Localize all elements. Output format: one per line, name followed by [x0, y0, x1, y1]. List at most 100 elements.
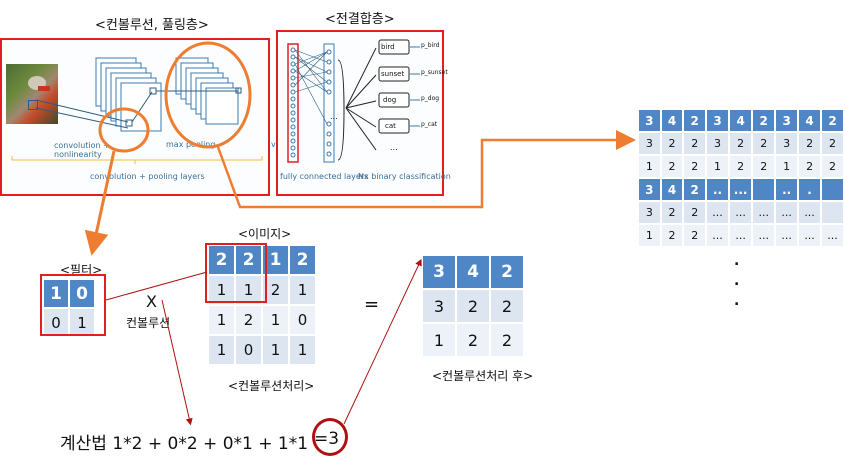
table-cell: 1: [705, 154, 730, 179]
image-cell: 1: [207, 334, 236, 366]
result-cell: 2: [489, 288, 525, 324]
result-cell: 2: [489, 254, 525, 290]
table-cell: 4: [727, 108, 754, 133]
table-cell: 3: [705, 108, 730, 133]
table-cell: ...: [751, 223, 777, 248]
table-cell: ...: [727, 177, 754, 202]
fc-title: <전결합층>: [325, 12, 395, 27]
image-cell: 1: [207, 304, 236, 336]
table-cell: 2: [682, 177, 708, 202]
vdots-1: .: [734, 253, 740, 269]
filter-title: <필터>: [60, 263, 103, 277]
table-cell: 3: [637, 200, 662, 225]
table-cell: ...: [774, 200, 800, 225]
feature-map-table: 3 4 2 3 4 2 3 4 2 3 2 2 3 2 2 3 2 2 1 2 …: [637, 108, 845, 248]
image-cell: 2: [234, 244, 263, 276]
conv-label-2: nonlinearity: [54, 150, 102, 159]
p-sunset: p_sunset: [421, 69, 448, 76]
image-cell: 0: [288, 304, 317, 336]
table-cell: ...: [820, 223, 845, 248]
image-cell: 2: [207, 244, 236, 276]
equals-sign: =: [364, 294, 380, 315]
class-label-cat: cat: [385, 122, 396, 130]
class-label-sunset: sunset: [381, 70, 405, 78]
table-cell: 2: [682, 154, 708, 179]
p-dog: p_dog: [421, 95, 440, 102]
table-cell: 3: [637, 108, 662, 133]
image-cell: 1: [288, 274, 317, 306]
table-cell: 2: [820, 131, 845, 156]
table-cell: ...: [705, 200, 730, 225]
result-matrix: 3 4 2 3 2 2 1 2 2: [421, 254, 525, 358]
multiply-sign: X: [146, 292, 157, 311]
conv-pool-title: <컨볼루션, 풀링층>: [95, 18, 209, 33]
table-cell: 3: [705, 131, 730, 156]
conv-word: 컨볼루션: [126, 316, 171, 330]
table-cell: ...: [797, 200, 823, 225]
table-cell: ...: [751, 200, 777, 225]
maxpool-label: max pooling: [166, 140, 216, 149]
table-cell: 2: [659, 131, 685, 156]
table-cell: ...: [727, 200, 754, 225]
table-cell: 4: [659, 108, 685, 133]
class-label-dog: dog: [383, 96, 397, 104]
result-cell: 2: [455, 288, 491, 324]
table-cell: 3: [637, 177, 662, 202]
table-cell: 2: [659, 200, 685, 225]
table-cell: 2: [682, 223, 708, 248]
image-cell: 1: [261, 334, 290, 366]
p-bird: p_bird: [421, 42, 440, 49]
image-matrix: 2 2 1 2 1 1 2 1 1 2 1 0 1 0 1 1: [207, 244, 317, 366]
table-cell: [820, 177, 845, 202]
table-cell: 2: [797, 154, 823, 179]
result-cell: 1: [421, 322, 457, 358]
bird-beak-shape: [38, 86, 50, 91]
table-cell: 4: [659, 177, 685, 202]
filter-cell: 1: [42, 278, 70, 309]
table-cell: 2: [659, 223, 685, 248]
result-cell: 2: [489, 322, 525, 358]
bird-photo: [6, 64, 58, 124]
table-cell: 3: [774, 131, 800, 156]
table-cell: 2: [727, 131, 754, 156]
fc-network: [287, 39, 420, 163]
table-cell: ..: [774, 177, 800, 202]
formula-result: =3: [314, 429, 340, 449]
filter-cell: 0: [68, 278, 96, 309]
nx-label: Nx binary classification: [358, 172, 451, 181]
table-cell: ...: [705, 223, 730, 248]
table-cell: 3: [637, 131, 662, 156]
table-cell: 1: [637, 154, 662, 179]
table-cell: 2: [751, 131, 777, 156]
result-cell: 3: [421, 288, 457, 324]
filter-cell: 1: [68, 307, 96, 338]
receptive-field-square: [28, 100, 38, 110]
table-cell: .: [797, 177, 823, 202]
table-cell: 2: [727, 154, 754, 179]
result-circle: [312, 418, 348, 456]
table-cell: ..: [705, 177, 730, 202]
formula-text: 계산법 1*2 + 0*2 + 0*1 + 1*1: [60, 434, 309, 454]
table-cell: ...: [774, 223, 800, 248]
image-window-highlight: [205, 243, 267, 303]
image-cell: 2: [288, 244, 317, 276]
result-cell: 3: [421, 254, 457, 290]
result-arrow: [343, 258, 422, 425]
class-label-bird: bird: [381, 43, 395, 51]
image-cell: 0: [234, 334, 263, 366]
conv-after-title: <컨볼루션처리 후>: [432, 369, 534, 383]
conv-process-title: <컨볼루션처리>: [228, 379, 315, 393]
vdots-2: .: [734, 273, 740, 289]
image-cell: 1: [288, 334, 317, 366]
table-cell: 3: [774, 108, 800, 133]
layers-label: convolution + pooling layers: [90, 172, 205, 181]
image-cell: 1: [207, 274, 236, 306]
table-cell: [820, 200, 845, 225]
p-cat: p_cat: [421, 121, 438, 128]
table-cell: ...: [797, 223, 823, 248]
image-cell: 1: [234, 274, 263, 306]
vdots-3: .: [734, 293, 740, 309]
conv-label-1: convolution +: [54, 141, 110, 150]
image-title: <이미지>: [238, 227, 292, 241]
